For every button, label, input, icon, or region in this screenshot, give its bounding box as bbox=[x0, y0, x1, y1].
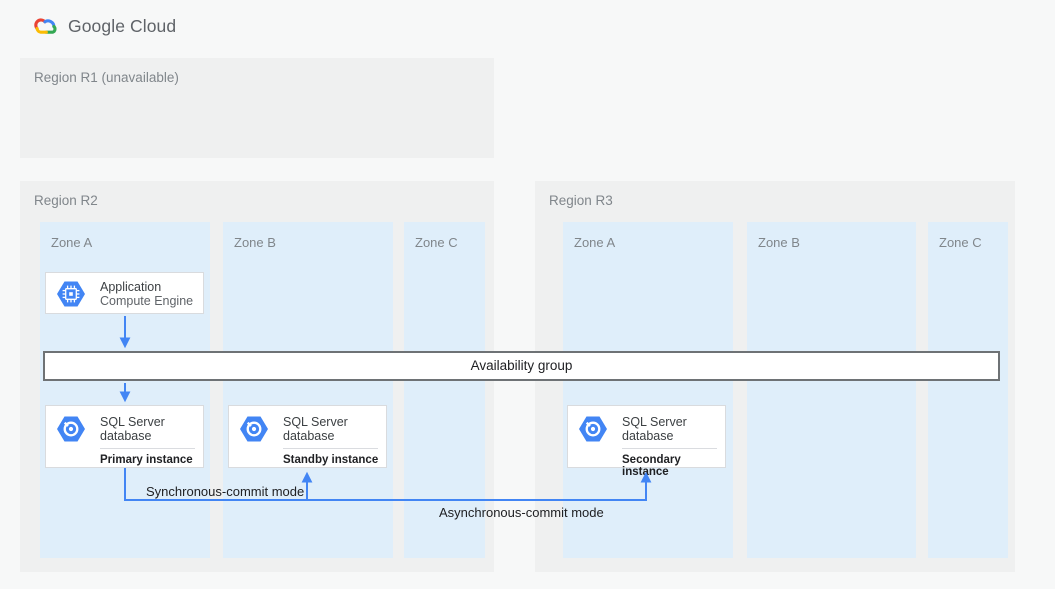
sql-server-icon bbox=[579, 416, 607, 442]
secondary-instance-label: Secondary instance bbox=[622, 454, 681, 478]
availability-group-bar: Availability group bbox=[43, 351, 1000, 381]
divider bbox=[622, 448, 717, 449]
zone-label: Zone C bbox=[415, 235, 458, 250]
standby-db-node: SQL Server database Standby instance bbox=[228, 405, 387, 468]
secondary-db-node: SQL Server database Secondary instance bbox=[567, 405, 726, 478]
standby-instance-label: Standby instance bbox=[283, 454, 379, 466]
region-r2-zone-c: Zone C bbox=[404, 222, 485, 558]
sql-server-icon bbox=[57, 416, 85, 442]
primary-instance-label: Primary instance bbox=[100, 454, 193, 466]
application-node: Application Compute Engine bbox=[45, 272, 204, 314]
region-r3-zone-c: Zone C bbox=[928, 222, 1008, 558]
google-cloud-icon bbox=[34, 18, 57, 34]
sync-commit-label: Synchronous-commit mode bbox=[146, 484, 305, 499]
db-title: SQL Server database bbox=[622, 415, 687, 443]
divider bbox=[283, 448, 378, 449]
region-r1: Region R1 (unavailable) bbox=[20, 58, 494, 158]
application-subtitle: Compute Engine bbox=[100, 294, 194, 308]
region-r3-label: Region R3 bbox=[549, 193, 613, 208]
primary-db-node: SQL Server database Primary instance bbox=[45, 405, 204, 468]
sql-server-icon bbox=[240, 416, 268, 442]
application-title: Application bbox=[100, 280, 162, 294]
compute-engine-icon bbox=[57, 281, 85, 307]
db-title: SQL Server database bbox=[100, 415, 165, 443]
zone-label: Zone A bbox=[574, 235, 616, 250]
zone-label: Zone B bbox=[758, 235, 800, 250]
zone-label: Zone A bbox=[51, 235, 93, 250]
region-r2-label: Region R2 bbox=[34, 193, 98, 208]
region-r1-label: Region R1 (unavailable) bbox=[34, 70, 179, 85]
region-r2-zone-b: Zone B bbox=[223, 222, 393, 558]
zone-label: Zone B bbox=[234, 235, 276, 250]
google-cloud-logo: Google Cloud bbox=[32, 15, 176, 37]
zone-label: Zone C bbox=[939, 235, 982, 250]
logo-text: Google Cloud bbox=[68, 15, 177, 36]
async-commit-label: Asynchronous-commit mode bbox=[439, 505, 604, 520]
region-r3-zone-a: Zone A bbox=[563, 222, 733, 558]
region-r3-zone-b: Zone B bbox=[747, 222, 916, 558]
db-title: SQL Server database bbox=[283, 415, 348, 443]
divider bbox=[100, 448, 195, 449]
